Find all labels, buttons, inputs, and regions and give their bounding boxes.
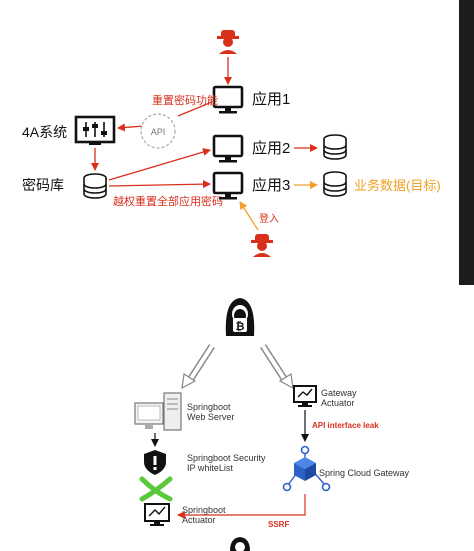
app3-label: 应用3: [252, 176, 290, 194]
control-panel-icon: [74, 115, 116, 145]
actuator-monitor-icon: [144, 503, 170, 526]
hacker-icon: ₿: [225, 298, 255, 336]
gateway-actuator-label: Gateway Actuator: [321, 388, 359, 408]
right-edge-bar: [459, 0, 474, 285]
web-server-icon: [134, 392, 182, 431]
cloud-gateway-label: Spring Cloud Gateway: [319, 468, 410, 478]
actuator-monitor-icon: [293, 385, 317, 407]
pwdlib-label: 密码库: [22, 177, 64, 193]
bottom-diagram: ₿ Springboot Web Server: [134, 298, 410, 551]
security-line1: Springboot Security: [187, 453, 266, 463]
api-cloud-icon: API: [140, 113, 176, 149]
actuator-left-line1: Springboot: [182, 505, 226, 515]
hollow-arrow-left: [181, 344, 215, 390]
gateway-actuator-line2: Actuator: [321, 398, 355, 408]
edge-ssrf: [177, 494, 306, 519]
blocked-x-icon: [139, 476, 173, 502]
database-icon: [323, 171, 347, 197]
actuator-left-line2: Actuator: [182, 515, 216, 525]
monitor-icon: [212, 85, 244, 114]
business-data-label: 业务数据(目标): [354, 178, 441, 193]
edge-attacker-to-app3: [239, 201, 259, 231]
edge-api-to-4a: [117, 123, 145, 132]
gateway-actuator-line1: Gateway: [321, 388, 357, 398]
edge-app1-to-api: [177, 101, 213, 117]
edge-pwdlib-to-app2: [108, 148, 211, 181]
monitor-icon: [212, 134, 244, 163]
security-line2: IP whiteList: [187, 463, 233, 473]
web-server-label: Springboot Web Server: [187, 402, 234, 422]
api-label: API: [151, 127, 166, 137]
app1-label: 应用1: [252, 90, 290, 108]
web-server-line2: Web Server: [187, 412, 234, 422]
attacker-top-icon: [217, 30, 239, 54]
web-server-line1: Springboot: [187, 402, 231, 412]
security-label: Springboot Security IP whiteList: [187, 453, 268, 473]
top-diagram: 应用1 重置密码功能 API 4A系统 密码库: [22, 30, 441, 257]
hollow-arrow-right: [260, 344, 294, 390]
database-icon: [83, 173, 107, 199]
svg-text:₿: ₿: [236, 321, 245, 333]
app2-label: 应用2: [252, 139, 290, 157]
ssrf-label: SSRF: [268, 520, 289, 529]
reset-function-label: 重置密码功能: [152, 93, 218, 107]
monitor-icon: [212, 171, 244, 200]
api-leak-label: API interface leak: [312, 421, 379, 430]
hacker-partial-icon: [230, 537, 250, 551]
actuator-left-label: Springboot Actuator: [182, 505, 228, 525]
database-icon: [323, 134, 347, 160]
overreach-label: 越权重置全部应用密码: [113, 194, 223, 208]
sys4a-label: 4A系统: [22, 124, 67, 140]
login-label: 登入: [259, 212, 279, 225]
edge-pwdlib-to-app3: [108, 180, 211, 189]
shield-icon: [144, 450, 166, 475]
gateway-cube-icon: [282, 445, 331, 492]
attacker-bottom-icon: [251, 234, 273, 257]
